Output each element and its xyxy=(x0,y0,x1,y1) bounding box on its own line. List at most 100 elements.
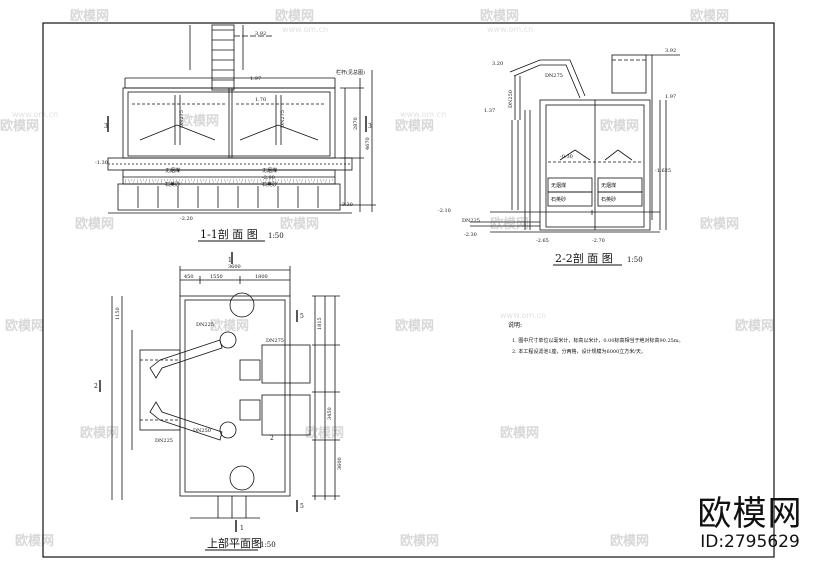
watermark-url: www.om.cn xyxy=(282,25,328,34)
watermark-brand: 欧模网 xyxy=(75,216,114,232)
level-label: 1.97 xyxy=(250,76,261,82)
notes-item: 2. 本工程设滤池1座，分两格，设计规模为6000立方米/天。 xyxy=(512,348,646,355)
pipe-label: DN225 xyxy=(155,438,173,444)
watermark-brand: 欧模网 xyxy=(180,113,219,129)
dimension-label: 1150 xyxy=(115,307,121,320)
watermark-brand: 欧模网 xyxy=(280,216,319,232)
section-mark: 2 xyxy=(270,435,274,442)
dimension-label: 4670 xyxy=(365,137,371,150)
watermark-brand: 欧模网 xyxy=(0,118,39,134)
watermark-url: www.om.cn xyxy=(400,110,446,119)
notes-heading: 说明: xyxy=(508,321,522,329)
watermark-brand: 欧模网 xyxy=(735,318,774,334)
pipe-label: DN275 xyxy=(280,110,286,128)
watermark-brand: 欧模网 xyxy=(5,318,44,334)
section-1-1-labels: 3.92 栏杆(见总图) 1.97 1.70 DN275 DN275 -1.30… xyxy=(95,31,372,241)
notes-item: 1. 图中尺寸单位以毫米计，标高以米计，0.00标高相当于绝对标高90.25m。 xyxy=(512,337,684,344)
section-2-2-scale: 1:50 xyxy=(627,256,643,264)
watermark-brand: 欧模网 xyxy=(395,118,434,134)
watermark-url: www.om.cn xyxy=(12,110,58,119)
watermark-brand: 欧模网 xyxy=(400,533,439,549)
watermark-brand: 欧模网 xyxy=(480,8,519,24)
pipe-label: DN275 xyxy=(179,110,185,128)
media-label: 石英砂 xyxy=(262,181,277,188)
watermark-layer: 欧模网 欧模网 欧模网 欧模网 www.om.cn www.om.cn 欧模网 … xyxy=(0,8,774,549)
level-label: 3.92 xyxy=(255,31,266,37)
section-mark: 5 xyxy=(300,503,304,510)
dimension-label: 3600 xyxy=(337,457,343,470)
level-label: -2.10 xyxy=(438,208,451,214)
plan-labels: 1 1 5 5 2 2 3600 1550 1800 450 DN225 DN2… xyxy=(94,257,343,550)
watermark-brand: 欧模网 xyxy=(305,425,344,441)
level-label: 3.92 xyxy=(665,48,676,54)
level-label: -0.30 xyxy=(560,154,573,160)
section-1-1-title: 1-1剖 面 图 xyxy=(200,227,258,241)
dimension-label: 3450 xyxy=(327,407,333,420)
section-2-2-labels: 3.92 3.20 1.97 1.37 -0.30 -2.10 -2.65 -2… xyxy=(438,48,676,265)
media-label: 无烟煤 xyxy=(262,167,277,174)
brand-id: ID:2795629 xyxy=(700,532,800,552)
level-label: -1.625 xyxy=(655,168,671,174)
watermark-url: www.om.cn xyxy=(487,25,533,34)
watermark-brand: 欧模网 xyxy=(490,216,529,232)
notes-block: 说明: 1. 图中尺寸单位以毫米计，标高以米计，0.00标高相当于绝对标高90.… xyxy=(508,321,684,355)
plan-scale: 1:50 xyxy=(260,541,276,549)
dimension-label: 1815 xyxy=(317,317,323,330)
section-1-1-scale: 1:50 xyxy=(268,232,284,240)
section-mark: 2 xyxy=(94,383,98,390)
level-label: -2.30 xyxy=(464,232,477,238)
media-label: 无烟煤 xyxy=(601,182,616,189)
media-label: 石英砂 xyxy=(551,196,566,203)
media-label: 石英砂 xyxy=(165,181,180,188)
sheet-frame xyxy=(42,22,775,558)
plan-title: 上部平面图 xyxy=(207,536,262,550)
section-mark: 1 xyxy=(228,257,232,264)
watermark-brand: 欧模网 xyxy=(15,533,54,549)
dimension-label: 2870 xyxy=(353,117,359,130)
watermark-brand: 欧模网 xyxy=(210,318,249,334)
watermark-brand: 欧模网 xyxy=(700,216,739,232)
pipe-label: DN250 xyxy=(508,90,514,108)
section-1-1 xyxy=(107,24,376,214)
watermark-brand: 欧模网 xyxy=(80,425,119,441)
level-label: -2.65 xyxy=(536,238,549,244)
brand-logo: 欧模网 xyxy=(697,494,803,534)
dimension-label: 3600 xyxy=(228,264,241,270)
pipe-label: DN275 xyxy=(266,338,284,344)
dimension-label: 1550 xyxy=(210,274,223,280)
watermark-brand: 欧模网 xyxy=(610,533,649,549)
watermark-brand: 欧模网 xyxy=(690,8,729,24)
level-label: 1.97 xyxy=(665,94,676,100)
level-label: -2.20 xyxy=(180,216,193,222)
level-label: -1.30 xyxy=(95,160,108,166)
pipe-label: DN250 xyxy=(193,428,211,434)
dimension-label: 450 xyxy=(184,274,194,280)
pipe-label: DN275 xyxy=(545,73,563,79)
plan-view xyxy=(99,252,340,532)
level-label: 3.20 xyxy=(492,61,503,67)
section-mark: 3 xyxy=(104,123,108,130)
level-label: 1.70 xyxy=(255,97,266,103)
section-2-2 xyxy=(470,54,680,233)
section-mark: 5 xyxy=(300,313,304,320)
watermark-url: www.om.cn xyxy=(500,311,546,320)
pipe-label: DN225 xyxy=(462,218,480,224)
level-label: 1.37 xyxy=(484,108,495,114)
railing-label: 栏杆(见总图) xyxy=(336,69,365,76)
section-mark: 3 xyxy=(368,123,372,130)
media-label: 无烟煤 xyxy=(165,167,180,174)
level-label: -2.70 xyxy=(592,238,605,244)
watermark-brand: 欧模网 xyxy=(275,8,314,24)
watermark-brand: 欧模网 xyxy=(395,318,434,334)
brand-watermark: 欧模网 ID:2795629 xyxy=(690,496,810,552)
level-label: -3.30 xyxy=(340,202,353,208)
gravel-layer xyxy=(125,179,333,183)
pipe-label: DN225 xyxy=(196,322,214,328)
watermark-brand: 欧模网 xyxy=(70,8,109,24)
media-label: 无烟煤 xyxy=(551,182,566,189)
section-2-2-title: 2-2剖 面 图 xyxy=(555,251,613,265)
media-label: 石英砂 xyxy=(601,196,616,203)
dimension-label: 1800 xyxy=(255,274,268,280)
watermark-brand: 欧模网 xyxy=(500,425,539,441)
